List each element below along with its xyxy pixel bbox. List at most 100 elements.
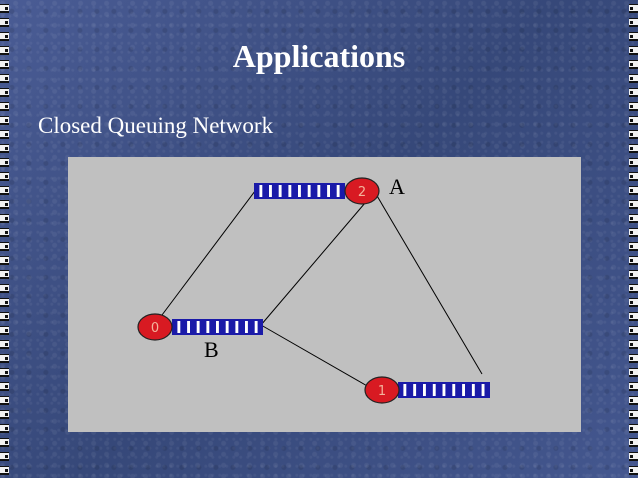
binding-ring	[629, 32, 638, 41]
queue-slot	[481, 384, 485, 396]
binding-ring	[0, 102, 9, 111]
queue-slot	[269, 185, 272, 197]
queue-slot	[327, 185, 330, 197]
edge-a-to-1	[372, 188, 483, 375]
binding-ring	[0, 312, 9, 321]
binding-ring	[0, 186, 9, 195]
binding-ring	[629, 60, 638, 69]
queue-slot	[423, 384, 426, 396]
binding-ring	[629, 340, 638, 349]
queue-slots-1	[403, 384, 485, 396]
binding-ring	[629, 452, 638, 461]
queue-node-2: 2	[254, 177, 380, 205]
binding-ring	[629, 214, 638, 223]
queue-slot	[278, 185, 282, 197]
queue-slot	[259, 185, 263, 197]
binding-ring	[629, 424, 638, 433]
node-label-0: 0	[151, 321, 159, 336]
binding-ring	[0, 340, 9, 349]
binding-ring	[0, 18, 9, 27]
queue-slot	[196, 321, 200, 333]
binding-ring	[0, 74, 9, 83]
binding-ring	[0, 466, 9, 475]
queue-slot	[254, 321, 258, 333]
queue-slot	[336, 185, 340, 197]
binding-ring	[629, 102, 638, 111]
binding-ring	[0, 410, 9, 419]
binding-ring	[629, 18, 638, 27]
binding-ring	[629, 74, 638, 83]
queue-slot	[307, 185, 311, 197]
binding-ring	[629, 186, 638, 195]
queue-slot	[177, 321, 181, 333]
binding-ring	[0, 424, 9, 433]
queue-slot	[442, 384, 446, 396]
slide-subtitle: Closed Queuing Network	[38, 113, 274, 138]
queue-slot	[235, 321, 239, 333]
server-node-2	[344, 177, 380, 205]
binding-ring	[0, 200, 9, 209]
binding-ring	[0, 32, 9, 41]
binding-ring	[0, 60, 9, 69]
binding-ring	[0, 130, 9, 139]
binding-ring	[0, 116, 9, 125]
queue-slot	[216, 321, 219, 333]
binding-ring	[0, 172, 9, 181]
spiral-binding-left	[0, 0, 9, 478]
binding-ring	[629, 354, 638, 363]
binding-ring	[0, 144, 9, 153]
binding-ring	[0, 354, 9, 363]
binding-ring	[629, 116, 638, 125]
queue-slot	[298, 185, 301, 197]
binding-ring	[629, 410, 638, 419]
binding-ring	[0, 46, 9, 55]
binding-ring	[629, 130, 638, 139]
edge-b-to-2	[260, 202, 366, 326]
binding-ring	[629, 298, 638, 307]
queue-slot	[187, 321, 190, 333]
binding-ring	[629, 88, 638, 97]
binding-ring	[0, 242, 9, 251]
binding-ring	[629, 382, 638, 391]
binding-ring	[0, 4, 9, 13]
binding-ring	[629, 396, 638, 405]
queue-slot	[206, 321, 210, 333]
server-node-1	[364, 376, 400, 404]
queue-slot	[432, 384, 436, 396]
queue-slot	[462, 384, 465, 396]
queue-node-1: 1	[364, 376, 490, 404]
binding-ring	[629, 158, 638, 167]
queuing-network-diagram: 2 0 1 A B	[68, 157, 581, 432]
server-node-0	[137, 313, 173, 341]
binding-ring	[0, 228, 9, 237]
label-b: B	[204, 337, 219, 362]
binding-ring	[629, 144, 638, 153]
binding-ring	[629, 242, 638, 251]
spiral-binding-right	[629, 0, 638, 478]
queue-slot	[471, 384, 475, 396]
queue-slot	[225, 321, 229, 333]
queue-slots-0	[177, 321, 258, 333]
binding-ring	[0, 382, 9, 391]
binding-ring	[629, 466, 638, 475]
binding-ring	[0, 368, 9, 377]
binding-ring	[0, 270, 9, 279]
binding-ring	[0, 438, 9, 447]
binding-ring	[629, 284, 638, 293]
queue-slot	[288, 185, 292, 197]
node-label-1: 1	[378, 384, 386, 399]
binding-ring	[0, 396, 9, 405]
queue-slots-2	[259, 185, 340, 197]
edge-b-to-1	[260, 324, 370, 388]
binding-ring	[0, 452, 9, 461]
diagram-background	[68, 157, 581, 432]
binding-ring	[629, 326, 638, 335]
queue-slot	[413, 384, 417, 396]
binding-ring	[629, 228, 638, 237]
binding-ring	[629, 46, 638, 55]
binding-ring	[629, 172, 638, 181]
binding-ring	[629, 312, 638, 321]
binding-ring	[0, 158, 9, 167]
queue-slot	[403, 384, 407, 396]
binding-ring	[0, 214, 9, 223]
